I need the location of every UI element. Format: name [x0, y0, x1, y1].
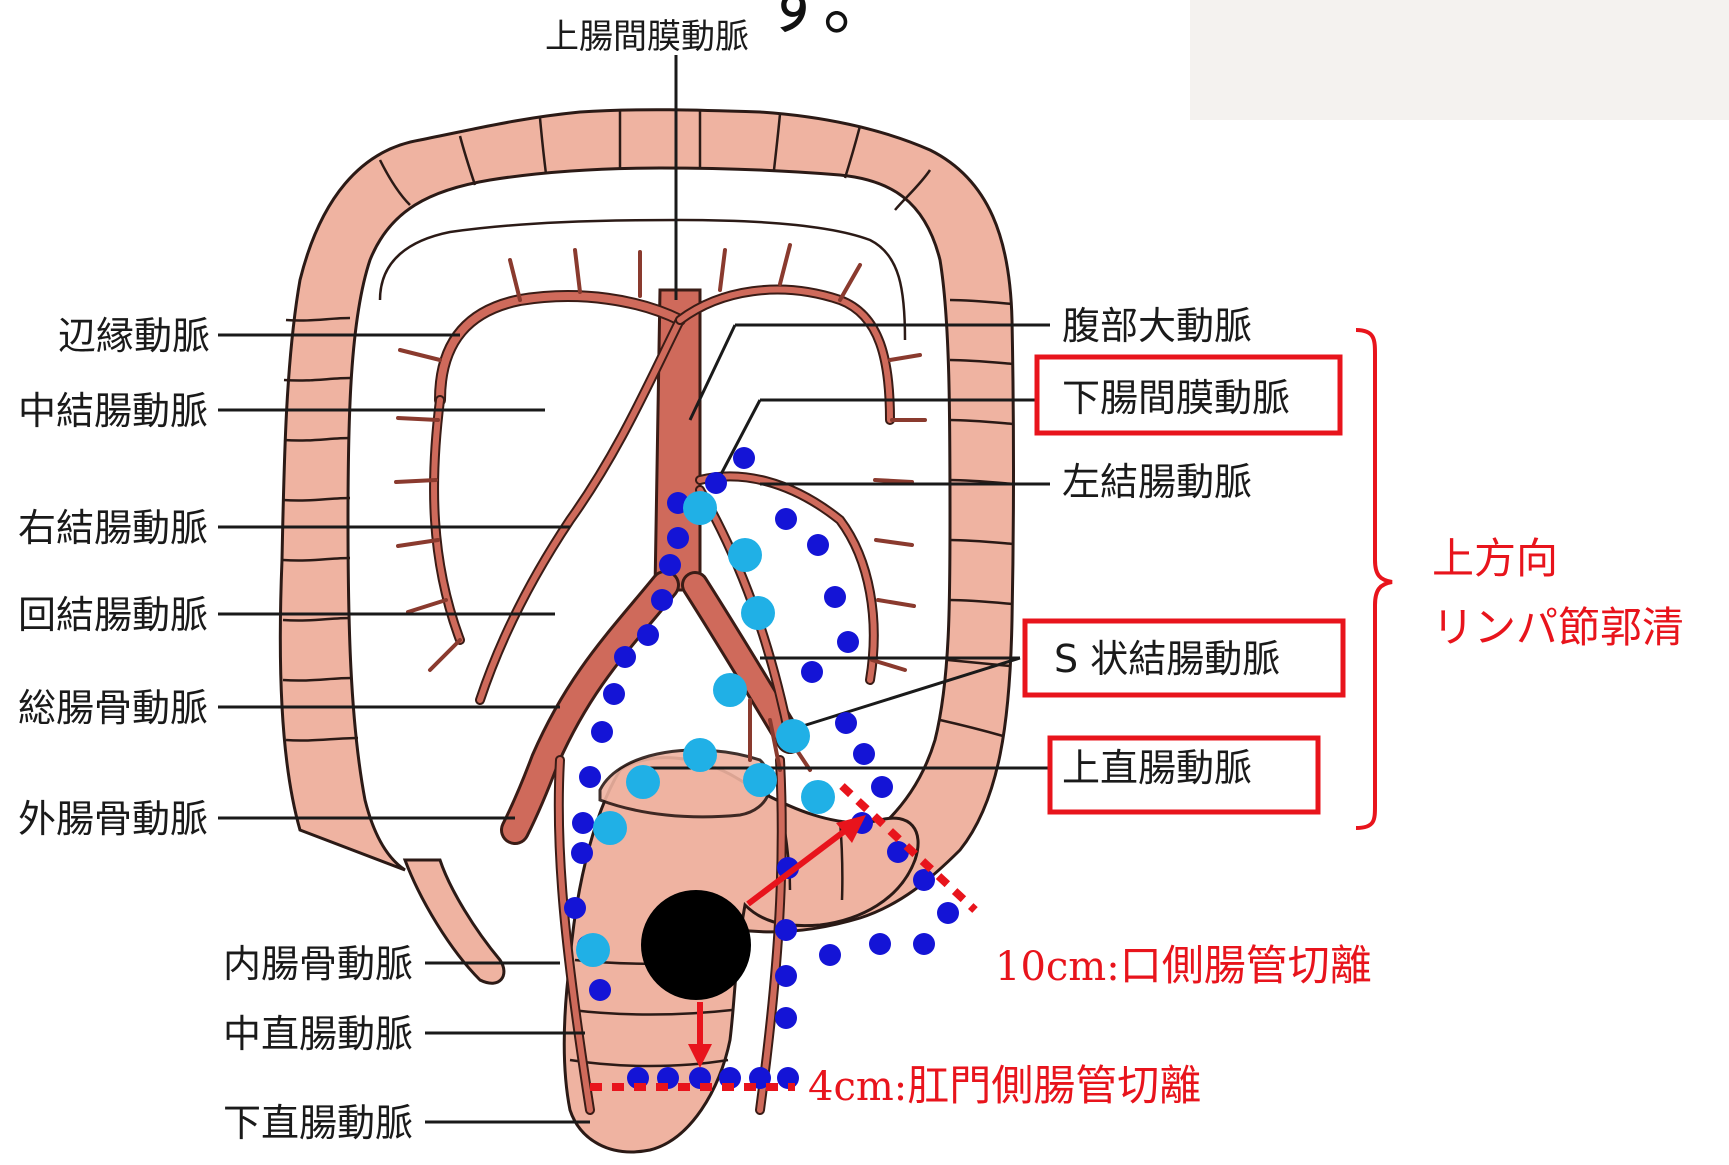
label-marginal-artery: 辺縁動脈	[58, 314, 210, 358]
lymph-node-dark	[887, 841, 909, 863]
lymph-node-light	[593, 811, 627, 845]
lymph-node-dark	[651, 589, 673, 611]
lymph-node-dark	[614, 646, 636, 668]
lymph-node-dark	[637, 624, 659, 646]
label-internal-iliac-artery: 内腸骨動脈	[223, 942, 413, 986]
lymph-node-dark	[667, 527, 689, 549]
lymph-node-dark	[913, 869, 935, 891]
label-middle-colic-artery: 中結腸動脈	[18, 389, 208, 433]
lymph-node-dark	[913, 933, 935, 955]
lymph-node-dark	[824, 586, 846, 608]
lymph-node-dark	[572, 812, 594, 834]
label-superior-mesenteric-artery: 上腸間膜動脈	[545, 17, 749, 57]
lymph-node-dark	[937, 902, 959, 924]
oral-cut-sep: :	[1106, 944, 1119, 990]
oral-cut-text: 口側腸管切離	[1120, 941, 1372, 990]
lymph-node-dark	[579, 766, 601, 788]
lymph-node-dark	[835, 712, 857, 734]
label-left-colic-artery: 左結腸動脈	[1062, 460, 1252, 504]
lymph-node-dark	[603, 683, 625, 705]
lymph-node-light	[743, 763, 777, 797]
top-text-fragment: す。	[760, 0, 893, 45]
label-upward-direction: 上方向	[1432, 534, 1558, 583]
label-ileocolic-artery: 回結腸動脈	[18, 593, 208, 637]
oral-cut-label: 10cm:口側腸管切離	[995, 941, 1372, 990]
lymph-node-dark	[733, 447, 755, 469]
lymph-node-light	[776, 719, 810, 753]
tumor	[641, 890, 751, 1000]
lymph-node-dark	[571, 842, 593, 864]
lymph-node-light	[741, 596, 775, 630]
lymph-node-light	[683, 491, 717, 525]
label-sigmoid-artery: S 状結腸動脈	[1054, 637, 1280, 681]
lymph-node-dark	[705, 472, 727, 494]
lymph-node-dark	[775, 919, 797, 941]
lymph-node-light	[576, 933, 610, 967]
label-inferior-mesenteric-artery: 下腸間膜動脈	[1062, 376, 1290, 420]
lymph-node-dark	[659, 554, 681, 576]
lymph-node-dark	[775, 1007, 797, 1029]
label-abdominal-aorta: 腹部大動脈	[1062, 304, 1252, 348]
label-lymph-node-dissection: リンパ節郭清	[1432, 603, 1684, 652]
label-common-iliac-artery: 総腸骨動脈	[18, 686, 208, 730]
lymph-node-dark	[589, 979, 611, 1001]
lymph-node-light	[626, 765, 660, 799]
lymph-node-dark	[871, 776, 893, 798]
anal-cut-sep: :	[894, 1064, 907, 1110]
label-external-iliac-artery: 外腸骨動脈	[18, 797, 208, 841]
lymph-node-light	[683, 738, 717, 772]
lymph-node-dark	[819, 944, 841, 966]
label-right-colic-artery: 右結腸動脈	[18, 506, 208, 550]
lymph-node-dark	[775, 508, 797, 530]
anal-cut-distance: 4cm	[808, 1064, 894, 1110]
lymph-node-dark	[564, 897, 586, 919]
oral-cut-distance: 10cm	[995, 944, 1106, 990]
lymph-node-dark	[869, 933, 891, 955]
lymph-node-light	[728, 538, 762, 572]
lymph-node-dark	[807, 534, 829, 556]
lymph-node-light	[713, 673, 747, 707]
lymph-node-dark	[837, 631, 859, 653]
lymph-node-light	[801, 780, 835, 814]
label-superior-rectal-artery: 上直腸動脈	[1062, 746, 1252, 790]
label-inferior-rectal-artery: 下直腸動脈	[223, 1101, 413, 1145]
label-middle-rectal-artery: 中直腸動脈	[223, 1012, 413, 1056]
lymph-node-dark	[591, 721, 613, 743]
lymph-node-dark	[801, 661, 823, 683]
anal-cut-label: 4cm:肛門側腸管切離	[808, 1061, 1201, 1110]
lymph-node-dark	[775, 965, 797, 987]
lymph-node-dark	[853, 743, 875, 765]
anal-cut-text: 肛門側腸管切離	[907, 1061, 1201, 1110]
